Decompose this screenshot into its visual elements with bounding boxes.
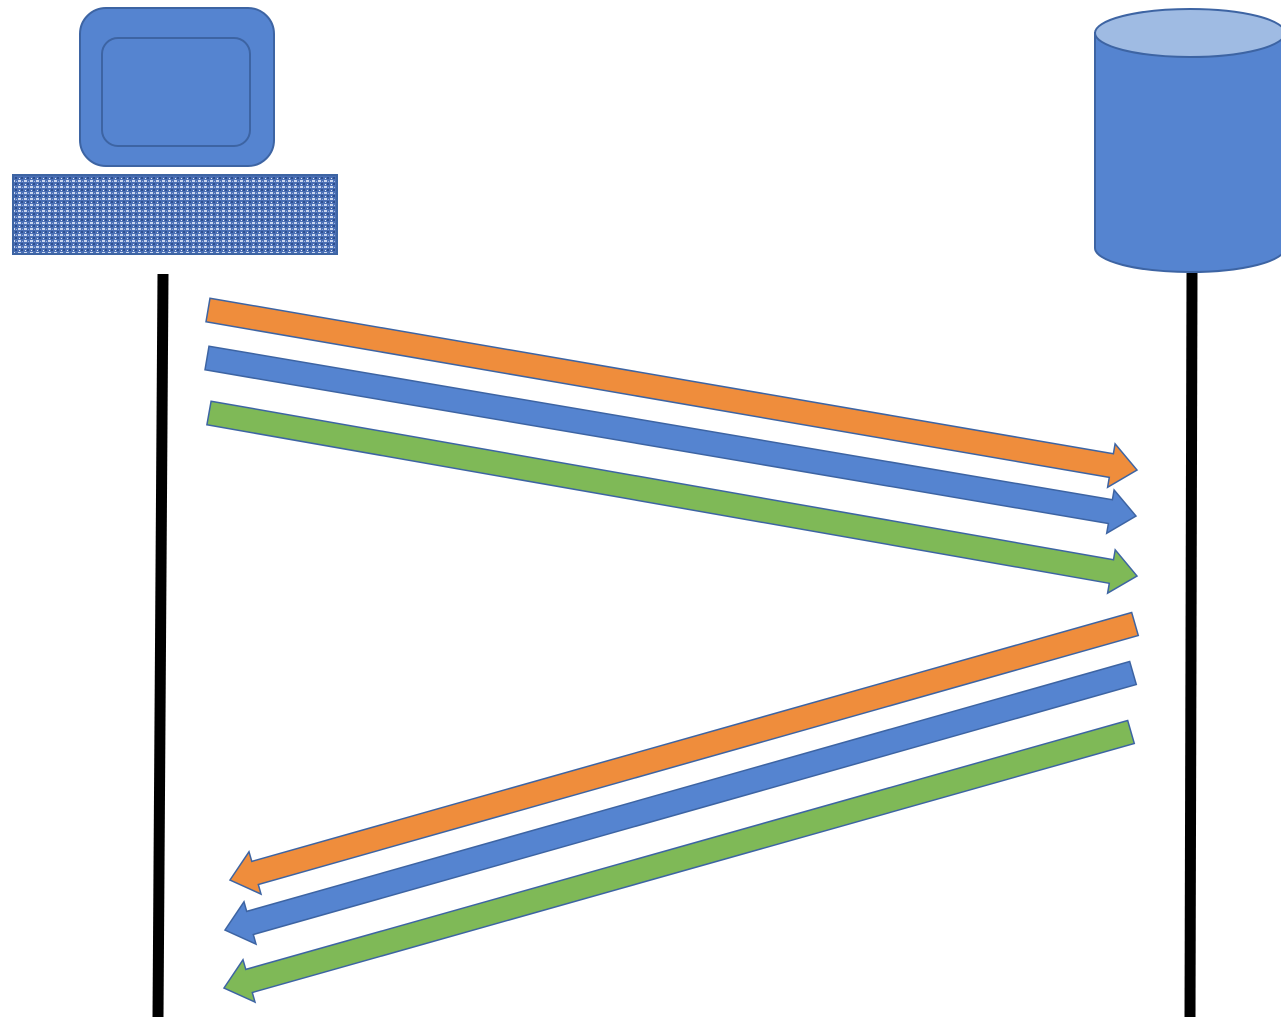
response-arrow-1 <box>228 611 1140 896</box>
request-arrow-3 <box>206 400 1139 595</box>
request-arrow-1 <box>205 297 1139 489</box>
client-lifeline <box>152 273 169 1017</box>
database-icon <box>1094 8 1281 273</box>
message-arrows <box>204 297 1140 1004</box>
response-arrow-2 <box>223 660 1138 946</box>
keyboard <box>12 174 338 255</box>
cylinder-top <box>1094 8 1281 58</box>
server-lifeline <box>1184 272 1198 1017</box>
cylinder-body <box>1094 32 1281 273</box>
computer-icon <box>12 7 338 255</box>
request-arrow-2 <box>204 345 1138 535</box>
response-arrow-3 <box>222 719 1136 1004</box>
monitor-screen <box>101 37 251 147</box>
